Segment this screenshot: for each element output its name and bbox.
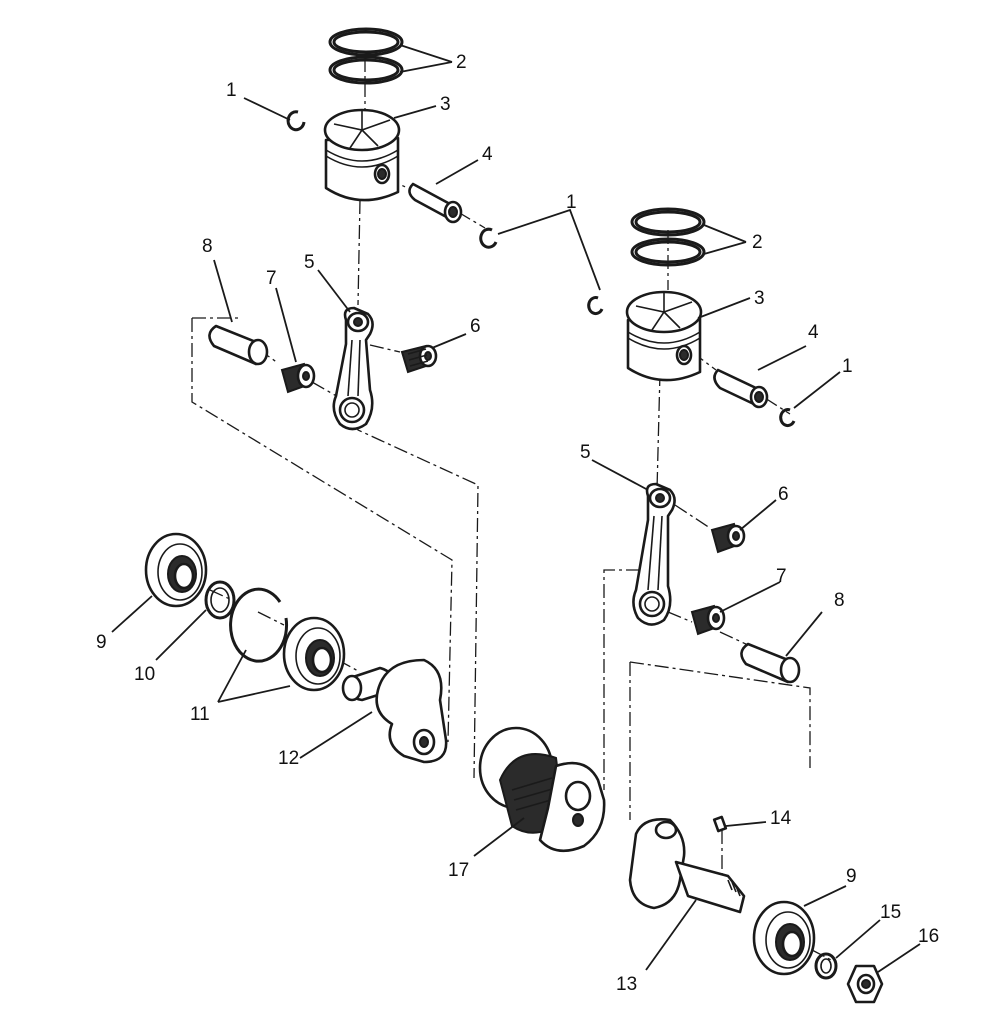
- callout-9: 9: [96, 632, 107, 653]
- callout-2: 2: [456, 52, 467, 73]
- callout-6: 6: [778, 484, 789, 505]
- callout-7: 7: [776, 566, 787, 587]
- callout-10: 10: [134, 664, 155, 685]
- hex-nut: [846, 964, 884, 1004]
- callout-13: 13: [616, 974, 637, 995]
- callout-4: 4: [808, 322, 819, 343]
- needle-bearing-small-end-right: [710, 522, 746, 554]
- piston-ring-upper-right: [630, 207, 706, 237]
- callout-4: 4: [482, 144, 493, 165]
- callout-12: 12: [278, 748, 299, 769]
- piston-left: [323, 108, 401, 202]
- callout-5: 5: [304, 252, 315, 273]
- piston-ring-upper-left: [328, 27, 404, 57]
- crank-pin-right: [740, 642, 801, 684]
- callout-1: 1: [842, 356, 853, 377]
- piston-right: [625, 290, 703, 382]
- circlip-right-outer: [587, 296, 604, 316]
- piston-ring-lower-left: [328, 55, 404, 85]
- needle-bearing-big-end-right: [690, 604, 726, 636]
- callout-labels: 1 2 3 4 1 2 3 4 1 5 6 7 8 5 6 7 8 9 10 1…: [96, 52, 939, 995]
- crankshaft-half-right: [628, 818, 746, 914]
- callout-9: 9: [846, 866, 857, 887]
- needle-bearing-big-end-left: [280, 362, 316, 394]
- callout-17: 17: [448, 860, 469, 881]
- woodruff-key: [712, 815, 728, 833]
- callout-6: 6: [470, 316, 481, 337]
- large-circlip: [229, 587, 289, 663]
- ball-bearing-left: [144, 532, 208, 608]
- crank-pin-left: [208, 324, 269, 366]
- crankshaft-half-left: [341, 658, 448, 764]
- circlip-left-outer: [286, 110, 306, 132]
- callout-5: 5: [580, 442, 591, 463]
- connecting-rod-right: [632, 482, 676, 626]
- callout-3: 3: [440, 94, 451, 115]
- snap-ring-small: [204, 580, 236, 620]
- callout-14: 14: [770, 808, 792, 829]
- callout-8: 8: [834, 590, 845, 611]
- circlip-right-inner: [779, 408, 796, 428]
- ball-bearing-center: [282, 616, 346, 692]
- callout-16: 16: [918, 926, 939, 947]
- circlip-left-inner: [479, 227, 498, 249]
- crankshaft-center-section: [478, 726, 606, 853]
- callout-3: 3: [754, 288, 765, 309]
- callout-11: 11: [190, 704, 210, 725]
- piston-pin-left: [408, 182, 463, 224]
- ball-bearing-right: [752, 900, 816, 976]
- callout-1: 1: [226, 80, 237, 101]
- callout-1: 1: [566, 192, 577, 213]
- leader-lines: [111, 44, 921, 973]
- washer: [814, 952, 838, 980]
- callout-7: 7: [266, 268, 277, 289]
- callout-2: 2: [752, 232, 763, 253]
- assembly-lines: [191, 58, 836, 963]
- piston-ring-lower-right: [630, 237, 706, 267]
- needle-bearing-small-end-left: [400, 344, 438, 374]
- callout-8: 8: [202, 236, 213, 257]
- piston-pin-right: [713, 368, 769, 409]
- connecting-rod-left: [332, 306, 374, 431]
- callout-15: 15: [880, 902, 901, 923]
